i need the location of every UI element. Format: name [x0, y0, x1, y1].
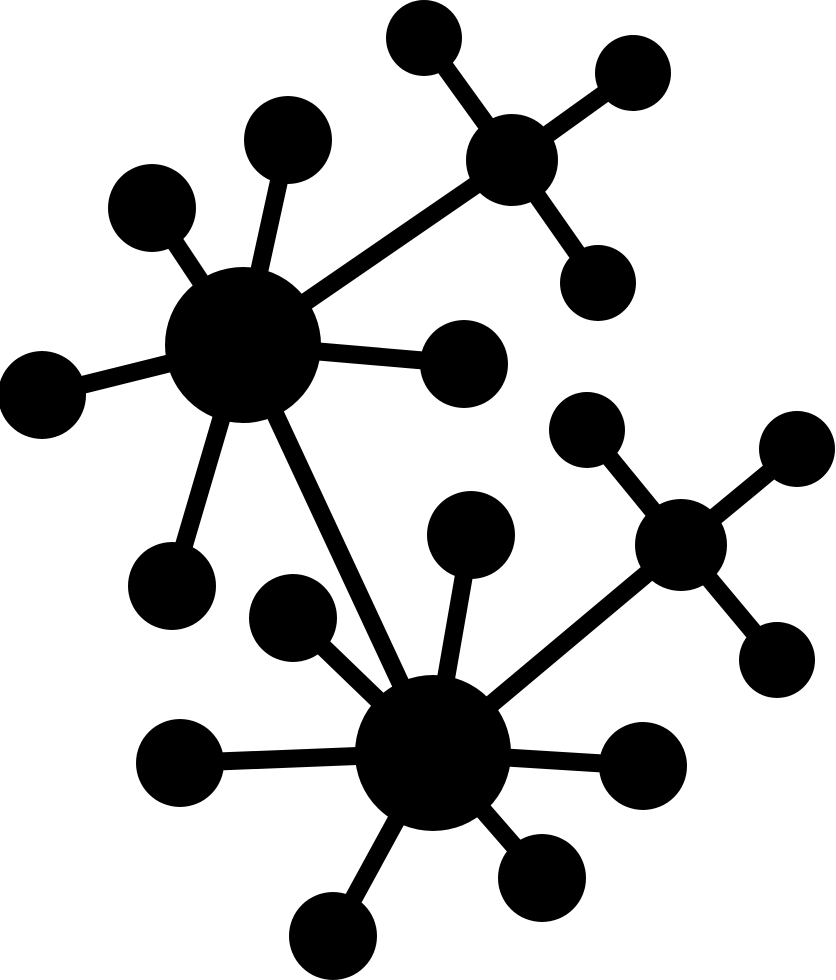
atom-node-c-lowerright — [498, 834, 586, 922]
atom-node-a-left — [0, 351, 86, 439]
atom-node-a-right — [420, 320, 508, 408]
atom-node-hub-a — [165, 267, 321, 423]
atom-node-c-left — [136, 719, 224, 807]
atom-node-b-bottom — [560, 245, 636, 321]
atom-node-hub-c — [355, 675, 511, 831]
atom-node-d-top — [549, 392, 625, 468]
atom-node-b-right — [595, 35, 671, 111]
atom-node-c-top — [427, 491, 515, 579]
atom-node-a-upperleft — [108, 164, 196, 252]
atom-node-c-upperleft — [249, 574, 337, 662]
atom-node-c-right — [599, 722, 687, 810]
atom-node-hub-d — [635, 499, 727, 591]
atom-node-hub-b — [466, 114, 558, 206]
atom-node-a-bottom — [128, 542, 216, 630]
atom-node-d-bottom — [739, 622, 815, 698]
atom-node-b-top — [386, 0, 462, 76]
atom-node-c-bottom — [289, 892, 377, 980]
atom-node-a-top — [244, 96, 332, 184]
atom-node-d-right — [759, 411, 835, 487]
